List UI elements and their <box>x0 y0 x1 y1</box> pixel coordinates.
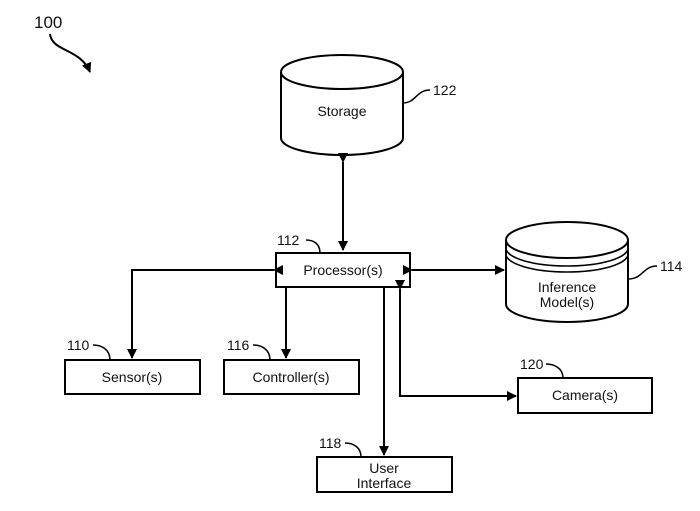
user-interface-label-line1: User <box>369 460 399 476</box>
storage-leader-line <box>402 89 431 104</box>
inference-model-label-line1: Inference <box>538 279 597 295</box>
storage-label: Storage <box>317 103 366 119</box>
camera-leader-line <box>545 363 564 379</box>
processor-label: Processor(s) <box>303 262 382 278</box>
figure-reference: 100 <box>34 13 92 73</box>
figure-reference-label: 100 <box>34 13 62 32</box>
sensor-ref: 110 <box>67 337 90 353</box>
camera-node: Camera(s) 120 <box>517 356 653 414</box>
storage-node: Storage 122 <box>280 54 457 156</box>
inference-model-node: Inference Model(s) 114 <box>505 221 683 323</box>
controller-leader-line <box>252 344 271 361</box>
user-interface-node: User Interface 118 <box>316 435 453 493</box>
camera-label: Camera(s) <box>552 387 618 403</box>
camera-ref: 120 <box>520 356 544 372</box>
sensor-leader-line <box>92 344 111 361</box>
user-interface-label-line2: Interface <box>357 475 412 491</box>
user-interface-ref: 118 <box>319 435 342 451</box>
sensor-node: Sensor(s) 110 <box>64 337 201 395</box>
processor-node: Processor(s) 112 <box>275 232 411 288</box>
controller-label: Controller(s) <box>252 369 329 385</box>
inference-model-ref: 114 <box>660 258 683 274</box>
controller-ref: 116 <box>227 337 250 353</box>
user-interface-leader-line <box>344 442 362 458</box>
inference-model-label-line2: Model(s) <box>540 294 594 310</box>
processor-leader-line <box>305 239 321 254</box>
processor-camera-connector <box>395 280 517 401</box>
processor-sensor-connector <box>127 265 283 359</box>
sensor-label: Sensor(s) <box>102 369 163 385</box>
controller-node: Controller(s) 116 <box>223 337 360 395</box>
processor-ref: 112 <box>277 232 300 248</box>
storage-ref: 122 <box>433 82 457 98</box>
inference-model-leader-line <box>627 265 658 280</box>
figure-reference-arrow-icon <box>49 33 92 73</box>
